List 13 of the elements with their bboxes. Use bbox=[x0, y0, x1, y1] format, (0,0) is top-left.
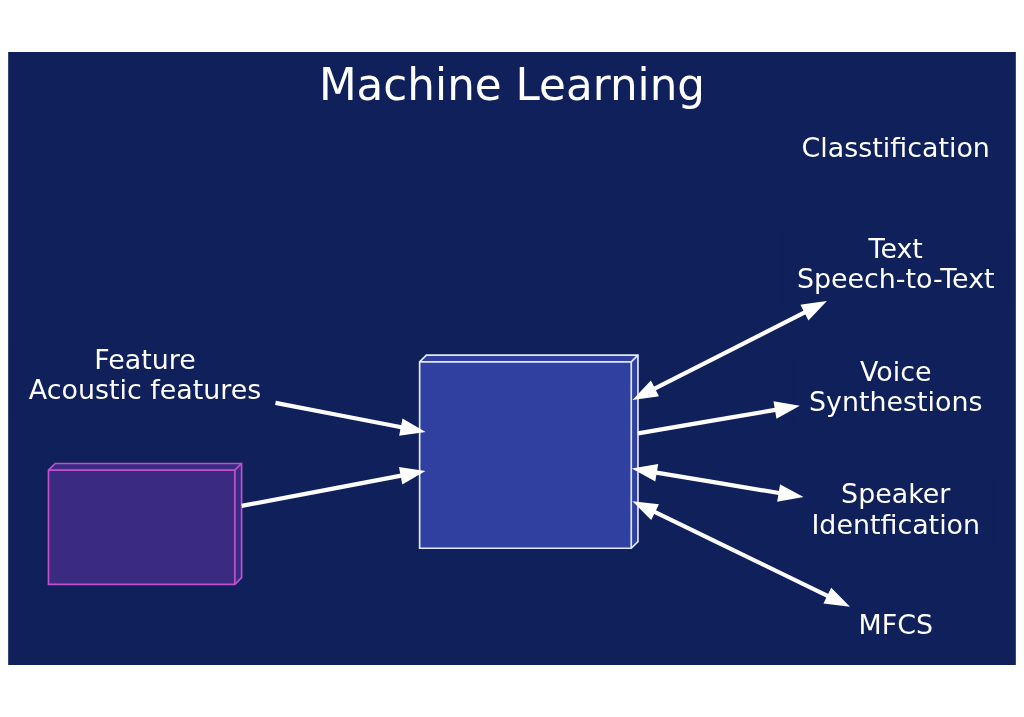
arrow bbox=[275, 400, 426, 436]
node-text: MFCS bbox=[858, 609, 933, 641]
node-text: Text Speech-to-Text bbox=[796, 233, 995, 295]
label: Classtification bbox=[801, 132, 990, 164]
node-text: Feature Acoustic features bbox=[28, 344, 262, 406]
arrow bbox=[637, 401, 800, 436]
node-text: Speaker Identfication bbox=[811, 478, 981, 540]
arrow bbox=[632, 501, 851, 607]
arrow bbox=[631, 464, 804, 502]
diagram-title: Machine Learning bbox=[318, 59, 706, 111]
arrow bbox=[632, 301, 827, 400]
node-text: Voice Synthestions bbox=[809, 355, 983, 418]
arrow bbox=[241, 467, 426, 508]
